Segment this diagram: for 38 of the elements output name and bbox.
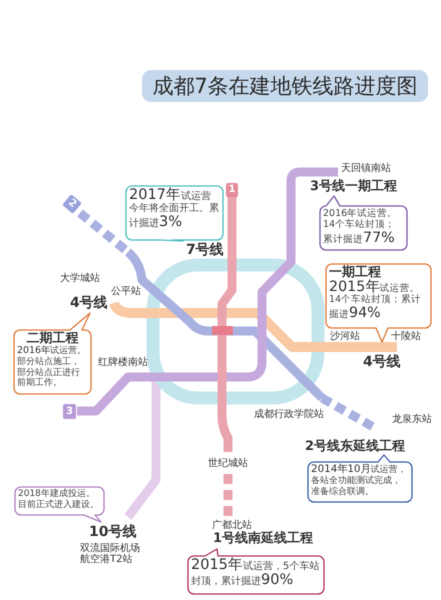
callout-heading: 一期工程 (329, 266, 382, 280)
station-name: 广都北站 (212, 520, 252, 531)
station-name: 沙河站 (330, 331, 360, 342)
station-name: 龙泉东站 (392, 414, 432, 425)
station-name: 大学城站 (60, 273, 100, 284)
station-name: 世纪城站 (208, 458, 248, 469)
station-name: 十陵站 (391, 331, 421, 342)
line-name: 4号线 (70, 296, 108, 310)
callout-bubble (187, 548, 325, 595)
line-name: 4号线 (363, 355, 401, 369)
line-name: 7号线 (186, 243, 224, 257)
line-number-badge: 3 (63, 404, 76, 419)
callout-text: 2015年试运营。14个车站封顶；累计掘进94% (329, 280, 422, 320)
line-number-badge: 1 (226, 183, 238, 197)
title: 成都7条在建地铁线路进度图 (142, 70, 428, 102)
callout-bubble (307, 454, 413, 503)
callout-bubble (319, 195, 408, 251)
station-name: 双流国际机场航空港T2站 (80, 543, 141, 565)
callout-bubble (13, 312, 92, 395)
callout-text: 2016年试运营。部分站点施工，部分站点正进行前期工作。 (17, 346, 88, 390)
callout-bubble (325, 263, 432, 343)
callout-heading: 二期工程 (26, 332, 80, 346)
station-name: 天回镇南站 (341, 163, 391, 174)
callout-bubble (125, 185, 224, 242)
station-name: 公平站 (111, 286, 141, 297)
callout-text: 2015年试运营，5个车站封顶，累计掘进90% (191, 558, 320, 588)
callout-text: 2014年10月试运营，各站全功能测试完成，准备综合联调。 (311, 464, 408, 498)
line-name: 10号线 (89, 525, 136, 539)
station-name: 成都行政学院站 (254, 409, 324, 420)
callout-text: 2016年试运营。14个车站封顶；累计掘进77% (323, 208, 398, 246)
line-number-badge: 2 (62, 194, 82, 214)
callout-bubble (14, 486, 105, 523)
line-name: 2号线东延线工程 (305, 440, 406, 453)
callout-text: 2018年建成投运。目前正式进入建设。 (18, 489, 100, 511)
callout-text: 2017年试运营今年将全面开工。累计掘进3% (129, 188, 220, 230)
station-name: 红牌楼南站 (98, 357, 148, 368)
line-name: 1号线南延线工程 (213, 532, 314, 545)
line-name: 3号线一期工程 (310, 180, 398, 193)
